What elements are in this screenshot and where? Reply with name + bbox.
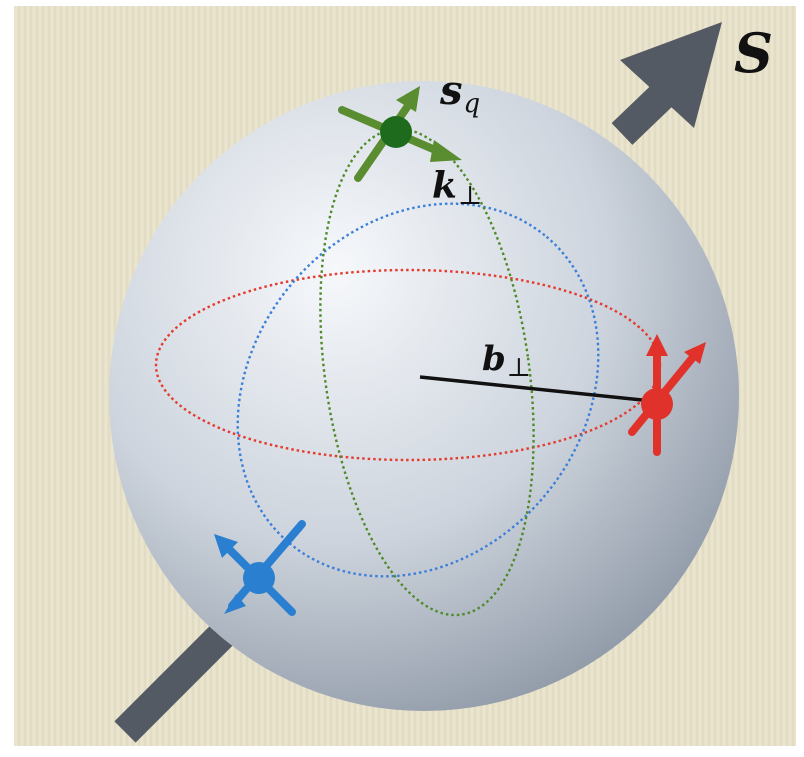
spin-axis-arrowhead: [620, 22, 722, 128]
orbit-green: [319, 127, 535, 617]
quark-green: [338, 86, 462, 182]
transverse-momentum-label: k⊥: [432, 165, 482, 211]
impact-parameter-line: [419, 375, 653, 403]
quark-red: [628, 334, 706, 456]
blue-momentum-arrowhead: [214, 534, 238, 558]
blue-quark-dot: [243, 562, 275, 594]
red-spin-arrowhead-diagonal: [684, 342, 706, 364]
red-quark-dot: [641, 388, 673, 420]
green-quark-dot: [380, 116, 412, 148]
blue-spin-arrowhead: [224, 594, 246, 614]
quark-spin-label: sq: [439, 67, 480, 119]
impact-parameter-label: b⊥: [482, 339, 531, 383]
green-momentum-arrowhead: [430, 140, 462, 162]
nucleon-sphere: [109, 81, 739, 711]
spin-axis-lower: [114, 621, 236, 743]
spin-label: S: [734, 21, 773, 85]
red-spin-arrowhead-vertical: [646, 334, 668, 356]
quark-blue: [214, 520, 306, 616]
green-spin-arrowhead: [396, 86, 420, 112]
